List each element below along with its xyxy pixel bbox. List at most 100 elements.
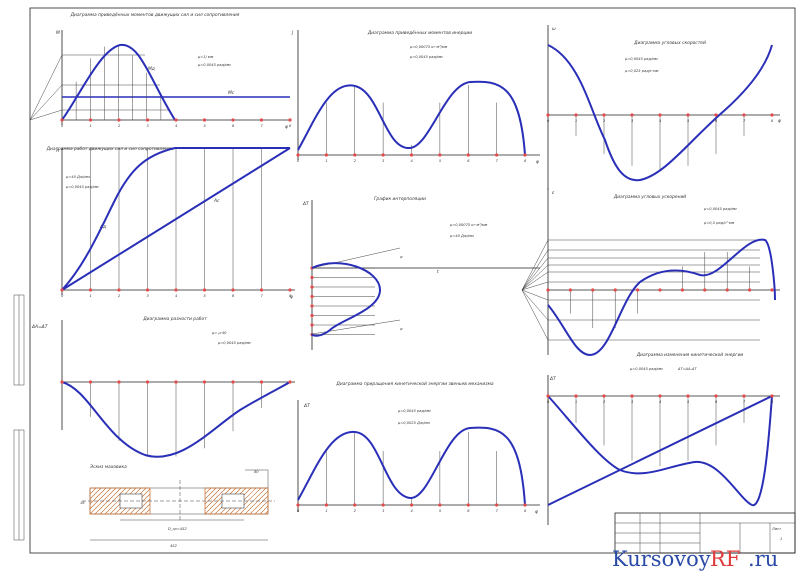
tick-point xyxy=(630,394,634,398)
tick-label: 1 xyxy=(90,124,92,128)
tick-point xyxy=(202,288,207,292)
tick-label: 8 xyxy=(771,119,774,123)
svg-text:M: M xyxy=(56,30,60,36)
tick-point xyxy=(742,113,746,117)
tick-label: 5 xyxy=(687,119,690,123)
tick-point xyxy=(725,288,729,292)
tick-label: 8 xyxy=(289,124,292,128)
tick-point xyxy=(523,153,527,157)
tick-label: 4 xyxy=(659,119,662,123)
panel-works: Диаграмма работ движущих сил и сил сопро… xyxy=(46,146,295,300)
tick-label: 6 xyxy=(715,400,718,404)
tick-point xyxy=(748,288,752,292)
tick-point xyxy=(574,394,578,398)
tick-point xyxy=(546,113,550,117)
svg-text:μ=0,0045 рад/мм: μ=0,0045 рад/мм xyxy=(197,63,231,67)
tick-point xyxy=(574,113,578,117)
tick-point xyxy=(88,118,93,122)
sheet-frame xyxy=(29,7,796,554)
tick-point xyxy=(523,503,527,507)
tick-label: 3 xyxy=(147,124,150,128)
tick-point xyxy=(438,503,442,507)
tick-label: 7 xyxy=(261,124,264,128)
svg-text:μ=0,0045 рад/мм: μ=0,0045 рад/мм xyxy=(629,367,663,371)
tick-label: 6 xyxy=(715,119,718,123)
svg-text:80: 80 xyxy=(254,470,259,474)
svg-text:ΔT: ΔT xyxy=(549,376,556,382)
svg-text:μ=0,025 рад/с·мм: μ=0,025 рад/с·мм xyxy=(624,69,659,73)
svg-text:Диаграмма приращения кинетичес: Диаграмма приращения кинетической энерги… xyxy=(335,381,493,387)
tick-point xyxy=(602,113,606,117)
tick-label: 3 xyxy=(147,294,150,298)
tick-label: 3 xyxy=(382,159,385,163)
svg-text:ψ: ψ xyxy=(400,327,403,331)
tick-label: 0 xyxy=(61,294,64,298)
svg-text:φ: φ xyxy=(536,160,539,165)
svg-text:φ: φ xyxy=(290,295,293,300)
tick-point xyxy=(310,285,314,289)
svg-text:Диаграмма изменения кинетическ: Диаграмма изменения кинетической энергии xyxy=(636,352,744,358)
tick-point xyxy=(174,118,178,122)
tick-label: 6 xyxy=(232,124,235,128)
svg-text:16: 16 xyxy=(80,501,85,505)
svg-text:ΔT: ΔT xyxy=(303,403,310,409)
svg-text:J: J xyxy=(291,30,294,36)
panel-work-difference: Диаграмма разности работ ΔA=ΔT μ= μ·40 μ… xyxy=(31,316,295,458)
tick-point xyxy=(409,153,414,157)
tick-label: 1 xyxy=(325,509,327,513)
tick-point xyxy=(231,288,235,292)
tick-point xyxy=(495,503,499,507)
tick-label: 5 xyxy=(687,400,690,404)
tick-point xyxy=(117,118,121,122)
svg-text:ε: ε xyxy=(552,191,555,196)
tick-label: 4 xyxy=(175,294,178,298)
tick-point xyxy=(714,394,718,398)
tick-label: 2 xyxy=(354,509,357,513)
left-margin-stamps xyxy=(13,294,25,541)
svg-text:μ=0,0045 рад/мм: μ=0,0045 рад/мм xyxy=(624,57,658,61)
svg-text:Mc: Mc xyxy=(228,90,235,96)
svg-text:Эскиз маховика: Эскиз маховика xyxy=(89,464,127,470)
tick-point xyxy=(409,503,414,507)
tick-point xyxy=(88,380,93,384)
tick-label: 7 xyxy=(261,294,264,298)
svg-text:μ=40 Дж/мм: μ=40 Дж/мм xyxy=(449,234,474,238)
tick-point xyxy=(324,153,328,157)
tick-point xyxy=(231,380,235,384)
tick-label: 8 xyxy=(289,294,292,298)
tick-point xyxy=(703,288,707,292)
svg-text:Диаграмма угловых скоростей: Диаграмма угловых скоростей xyxy=(633,40,706,46)
tick-point xyxy=(310,323,314,327)
svg-text:μ=0,0025 Дж/мм: μ=0,0025 Дж/мм xyxy=(397,421,430,425)
tick-point xyxy=(324,503,328,507)
tick-point xyxy=(466,153,470,157)
tick-label: 5 xyxy=(204,124,207,128)
tick-point xyxy=(770,394,774,398)
tick-point xyxy=(202,380,207,384)
tick-label: 4 xyxy=(659,400,662,404)
tick-label: 7 xyxy=(743,119,746,123)
svg-text:Диаграмма работ движущих сил и: Диаграмма работ движущих сил и сил сопро… xyxy=(46,146,174,152)
tick-label: 4 xyxy=(411,159,414,163)
svg-text:μ=0,0045 рад/мм: μ=0,0045 рад/мм xyxy=(217,341,251,345)
svg-text:μ=0,00075 кг·м²/мм: μ=0,00075 кг·м²/мм xyxy=(409,45,448,49)
tick-point xyxy=(742,394,746,398)
tick-label: 2 xyxy=(603,400,606,404)
tick-label: 1 xyxy=(90,294,92,298)
tick-label: 0 xyxy=(61,124,64,128)
tick-point xyxy=(259,118,264,122)
panel-moments: Диаграмма приведённых моментов движущих … xyxy=(29,12,292,130)
svg-text:μ=0,0045 рад/мм: μ=0,0045 рад/мм xyxy=(703,207,737,211)
tick-point xyxy=(259,288,264,292)
panel-angular-acceleration: Диаграмма угловых ускорений ε μ=0,0045 р… xyxy=(521,188,780,357)
svg-text:μ= μ·40: μ= μ·40 xyxy=(211,331,227,335)
tick-label: 6 xyxy=(467,159,470,163)
tick-point xyxy=(174,288,178,292)
svg-text:μ=0,0045 рад/мм: μ=0,0045 рад/мм xyxy=(397,409,431,413)
tick-point xyxy=(88,288,93,292)
tick-label: 7 xyxy=(496,509,499,513)
tick-label: 6 xyxy=(232,294,235,298)
tick-point xyxy=(381,153,385,157)
svg-text:ΔT=ΔA-ΔT: ΔT=ΔA-ΔT xyxy=(677,367,697,371)
svg-text:μ=1/ мм: μ=1/ мм xyxy=(197,55,214,59)
